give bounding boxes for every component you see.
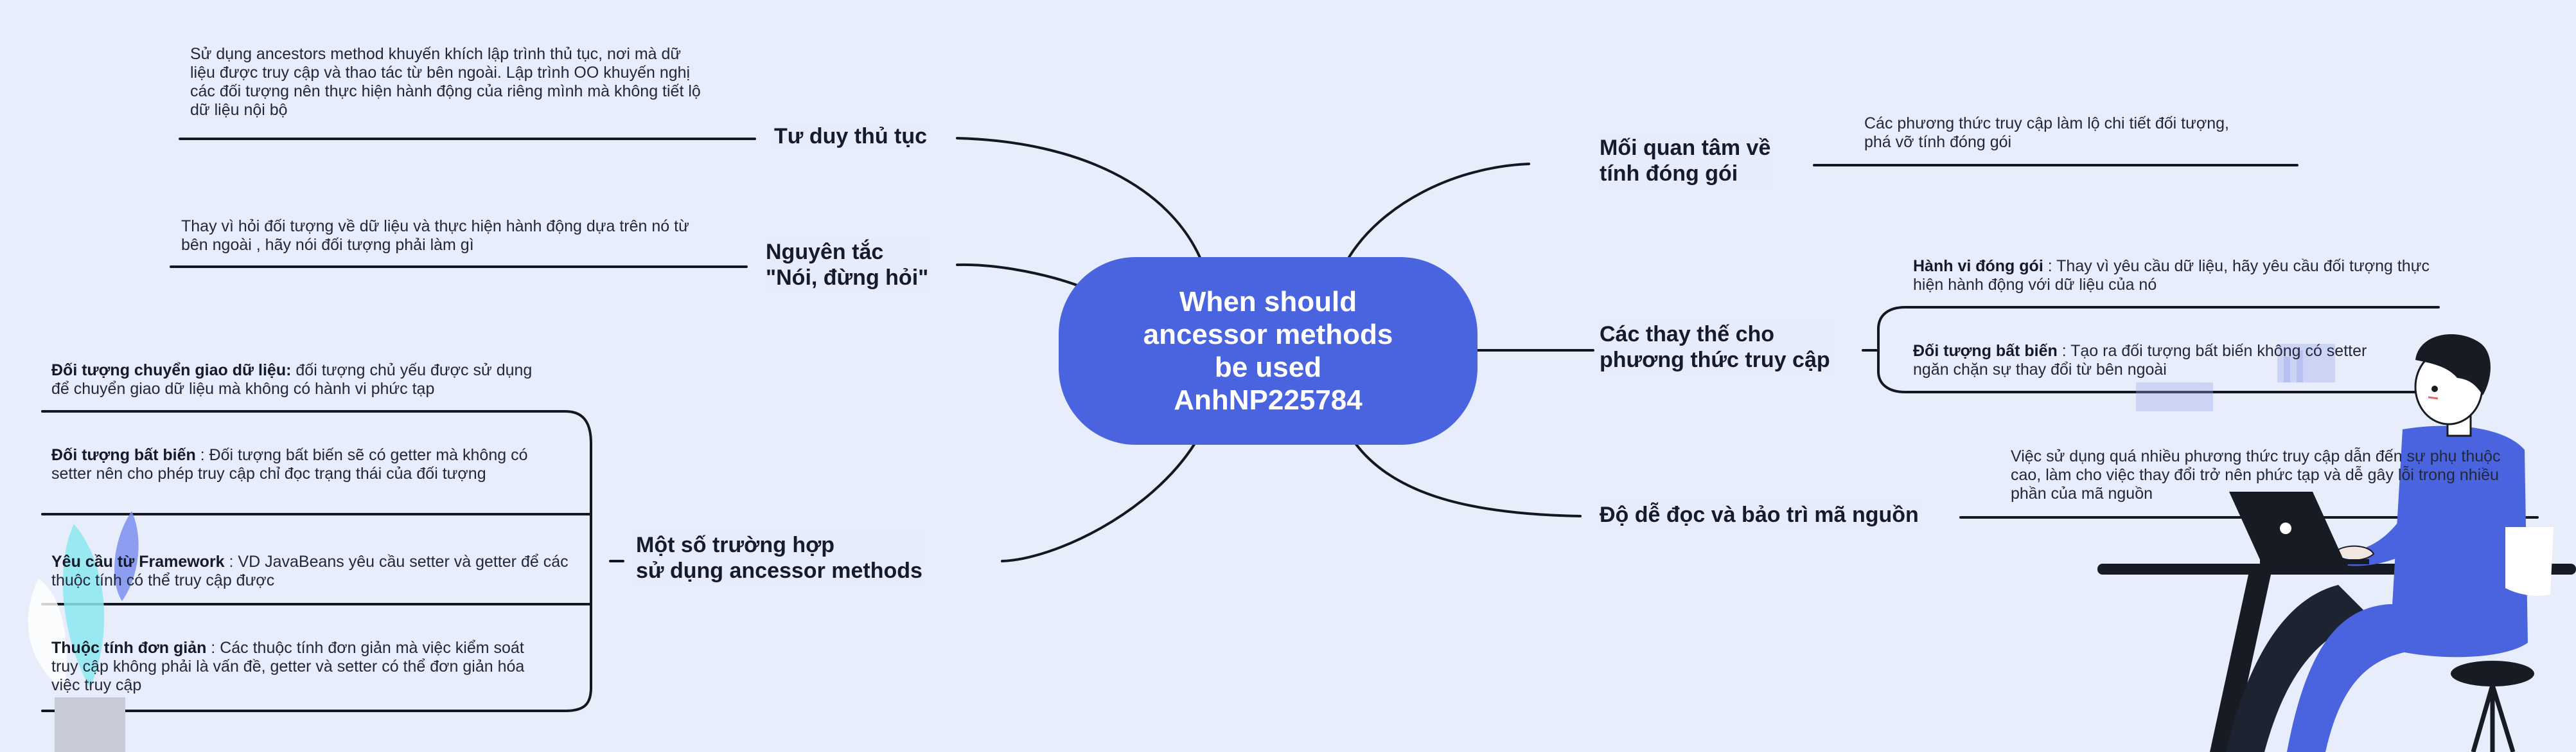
topic-procedural-thinking[interactable]: Tư duy thủ tục bbox=[774, 123, 928, 149]
connector-use-cases bbox=[1001, 442, 1196, 562]
plant-illustration bbox=[28, 511, 139, 752]
alternative-title: Đối tượng bất biến bbox=[1913, 342, 2058, 360]
alternative-item: Đối tượng bất biến : Tạo ra đối tượng bấ… bbox=[1913, 342, 2401, 379]
bracket-alternatives bbox=[1877, 306, 1907, 393]
background-monitors bbox=[2136, 344, 2335, 411]
leaf-tell-dont-ask: Thay vì hỏi đối tượng về dữ liệu và thực… bbox=[181, 217, 689, 254]
use-case-text: đối tượng chủ yếu được sử dụng để chuyển… bbox=[51, 361, 533, 398]
topic-readability[interactable]: Độ dễ đọc và bảo trì mã nguồn bbox=[1600, 502, 1919, 528]
connector-procedural bbox=[956, 137, 1203, 262]
use-case-item: Yêu cầu từ Framework : VD JavaBeans yêu … bbox=[51, 553, 572, 590]
use-case-title: Đối tượng bất biến bbox=[51, 446, 196, 464]
use-case-item: Đối tượng bất biến : Đối tượng bất biến … bbox=[51, 446, 552, 483]
topic-encapsulation[interactable]: Mối quan tâm về tính đóng gói bbox=[1600, 135, 1771, 186]
use-case-text: : VD JavaBeans yêu cầu setter và getter … bbox=[51, 553, 569, 589]
topic-tell-dont-ask[interactable]: Nguyên tắc "Nói, đừng hỏi" bbox=[766, 239, 929, 291]
use-case-item: Thuộc tính đơn giản : Các thuộc tính đơn… bbox=[51, 639, 552, 695]
leaf-readability: Việc sử dụng quá nhiều phương thức truy … bbox=[2011, 447, 2501, 503]
alternative-title: Hành vi đóng gói bbox=[1913, 257, 2043, 275]
bracket-use-cases bbox=[41, 410, 592, 712]
leaf-procedural-thinking: Sử dụng ancestors method khuyến khích lậ… bbox=[190, 45, 701, 119]
use-case-title: Thuộc tính đơn giản bbox=[51, 639, 207, 657]
leaf-encapsulation: Các phương thức truy cập làm lộ chi tiết… bbox=[1864, 114, 2229, 151]
topic-use-cases[interactable]: Một số trường hợp sử dụng ancessor metho… bbox=[636, 532, 922, 584]
topic-alternatives[interactable]: Các thay thế cho phương thức truy cập bbox=[1600, 321, 1830, 373]
person-at-desk-illustration bbox=[2097, 334, 2576, 752]
alternative-text: : Thay vì yêu cầu dữ liệu, hãy yêu cầu đ… bbox=[1913, 257, 2430, 294]
connector-readability bbox=[1354, 442, 1582, 517]
connector-tell-dont-ask bbox=[956, 263, 1081, 287]
use-case-item: Đối tượng chuyển giao dữ liệu: đối tượng… bbox=[51, 361, 546, 398]
use-case-text: : Đối tượng bất biến sẽ có getter mà khô… bbox=[51, 446, 528, 483]
use-case-title: Yêu cầu từ Framework bbox=[51, 553, 225, 571]
alternative-text: : Tạo ra đối tượng bất biến không có set… bbox=[1913, 342, 2367, 379]
connector-encapsulation bbox=[1348, 163, 1530, 258]
use-case-title: Đối tượng chuyển giao dữ liệu: bbox=[51, 361, 292, 379]
central-topic[interactable]: When should ancessor methods be used Anh… bbox=[1059, 257, 1478, 445]
use-case-text: : Các thuộc tính đơn giản mà việc kiểm s… bbox=[51, 639, 525, 694]
alternative-item: Hành vi đóng gói : Thay vì yêu cầu dữ li… bbox=[1913, 257, 2433, 294]
